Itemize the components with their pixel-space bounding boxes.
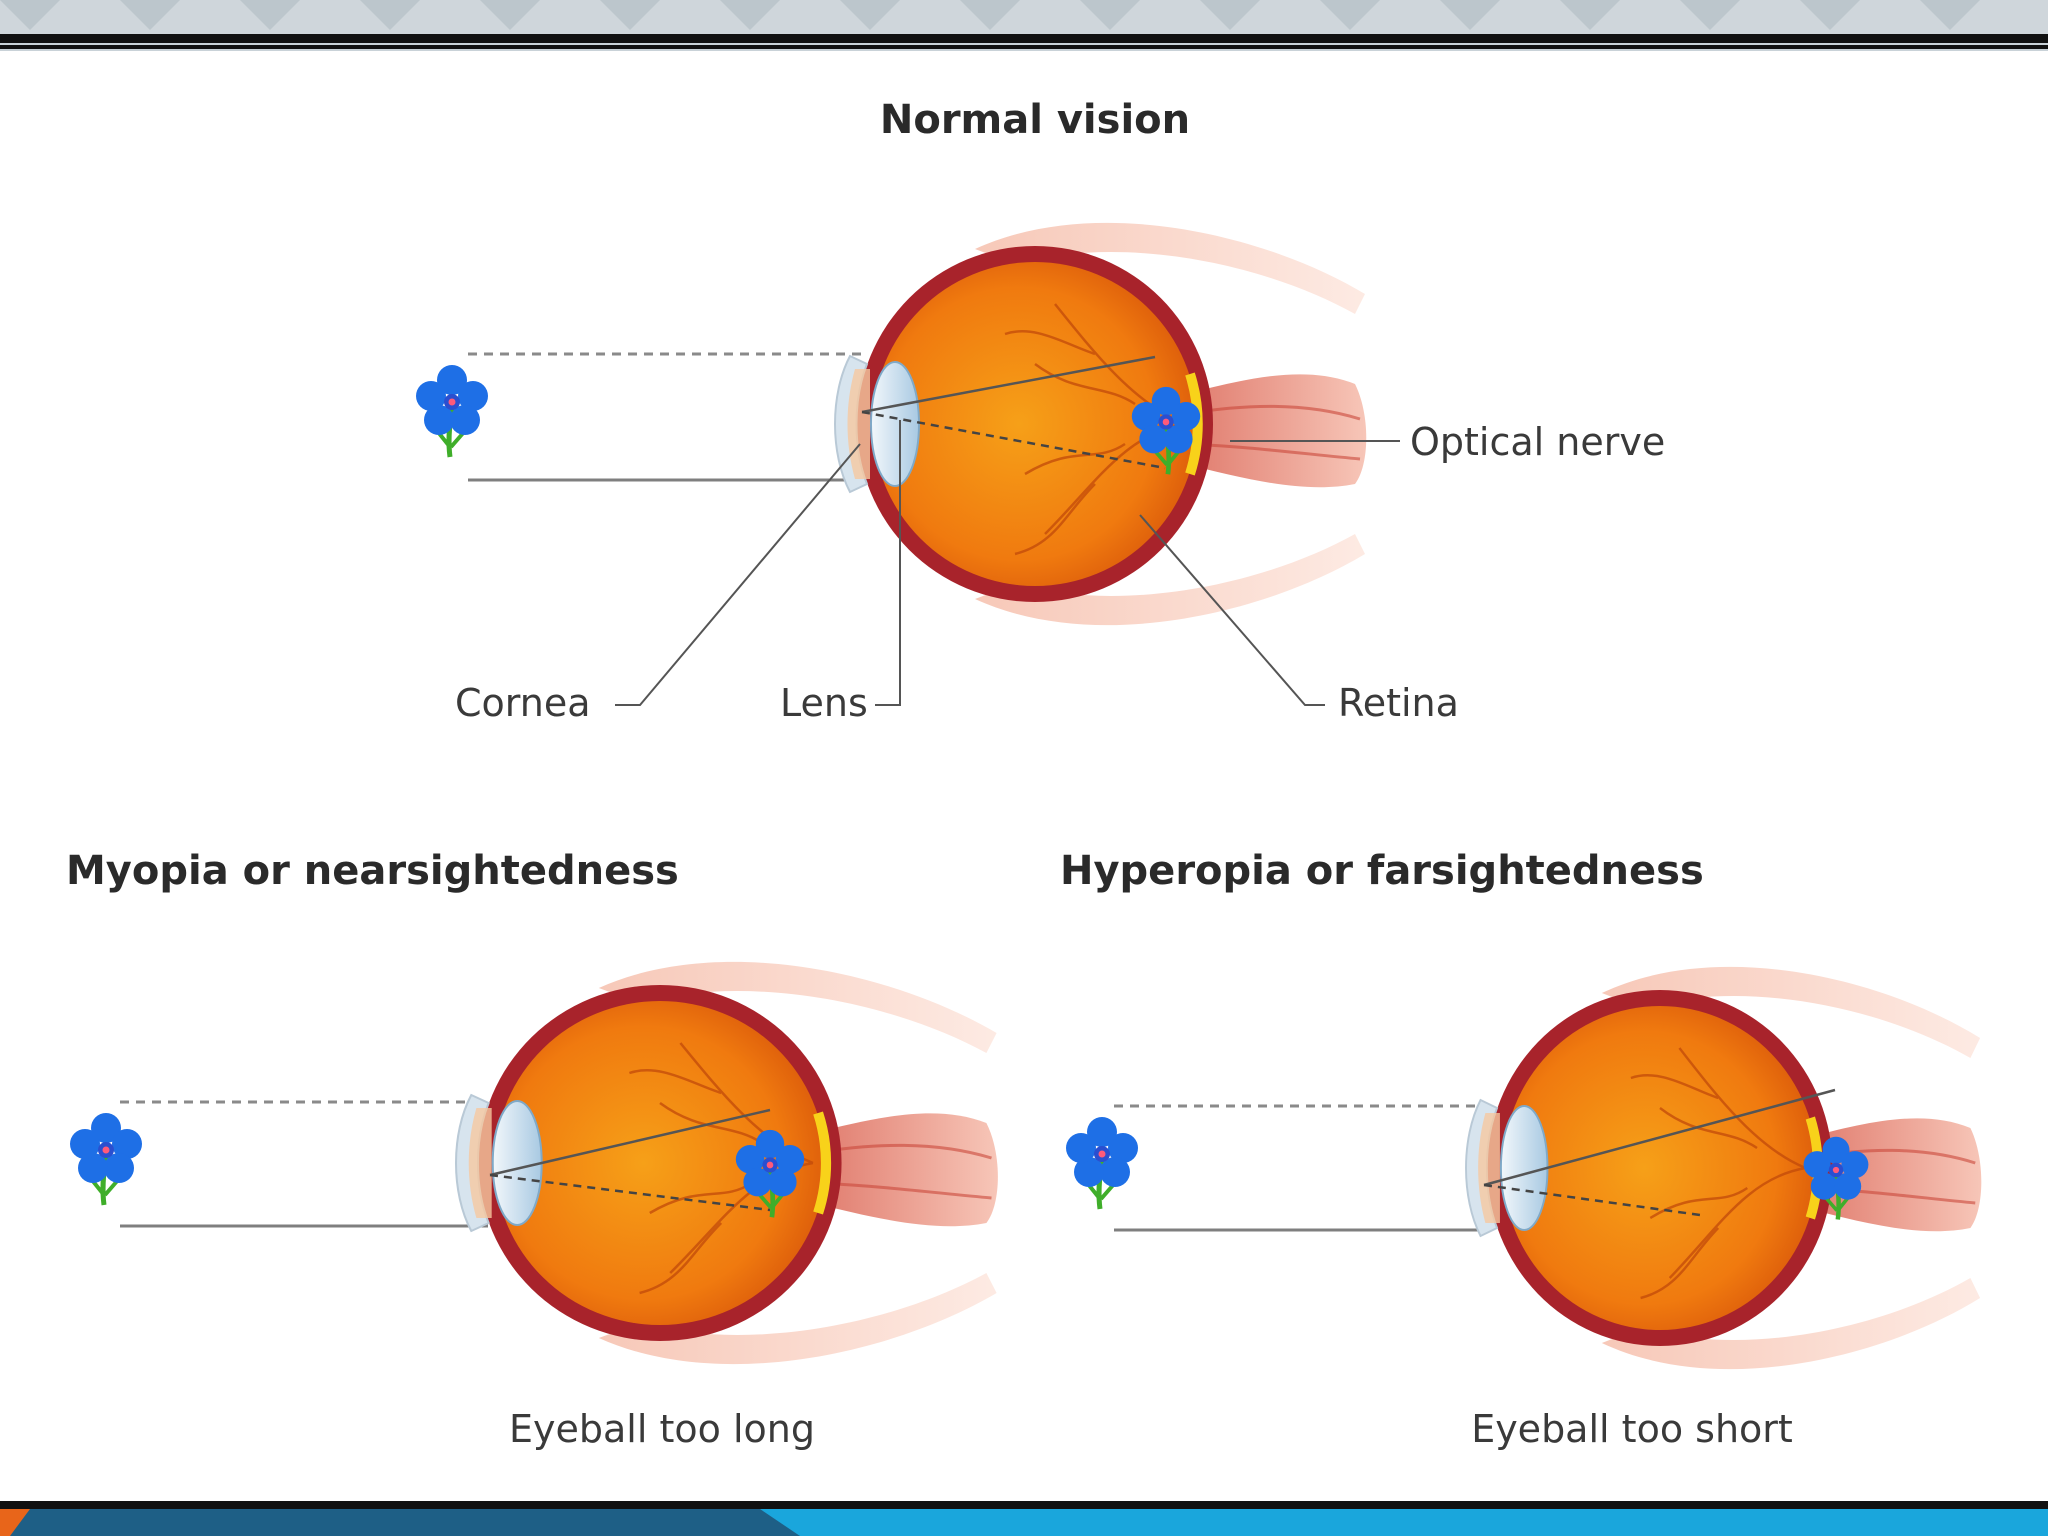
- normal-eye-icon: [835, 223, 1366, 625]
- bottom-rule: [0, 1501, 2048, 1509]
- top-rule-thin: [0, 45, 2048, 49]
- lens-label: Lens: [780, 681, 868, 725]
- normal-vision-title: Normal vision: [880, 97, 1190, 143]
- myopia-caption: Eyeball too long: [509, 1407, 815, 1451]
- optical-nerve-label: Optical nerve: [1410, 420, 1665, 464]
- top-rule-thick: [0, 34, 2048, 43]
- hyperopia-object-flower-icon: [1066, 1117, 1138, 1209]
- myopia-object-flower-icon: [70, 1113, 142, 1205]
- hyperopia-title: Hyperopia or farsightedness: [1060, 848, 1704, 894]
- myopia-title: Myopia or nearsightedness: [66, 848, 679, 894]
- retina-label: Retina: [1338, 681, 1459, 725]
- eye-vision-diagram: Normal vision Optical nerve Cornea Lens …: [66, 97, 2048, 1451]
- myopia-eye-group: [70, 962, 998, 1364]
- bottom-accent-band: [0, 1509, 2048, 1536]
- cornea-label: Cornea: [455, 681, 591, 725]
- object-flower-icon: [416, 365, 488, 457]
- top-decorative-band: [0, 0, 2048, 36]
- normal-eye-group: [416, 223, 1400, 706]
- hyperopia-caption: Eyeball too short: [1471, 1407, 1793, 1451]
- hyperopia-eye-group: [1066, 967, 1981, 1369]
